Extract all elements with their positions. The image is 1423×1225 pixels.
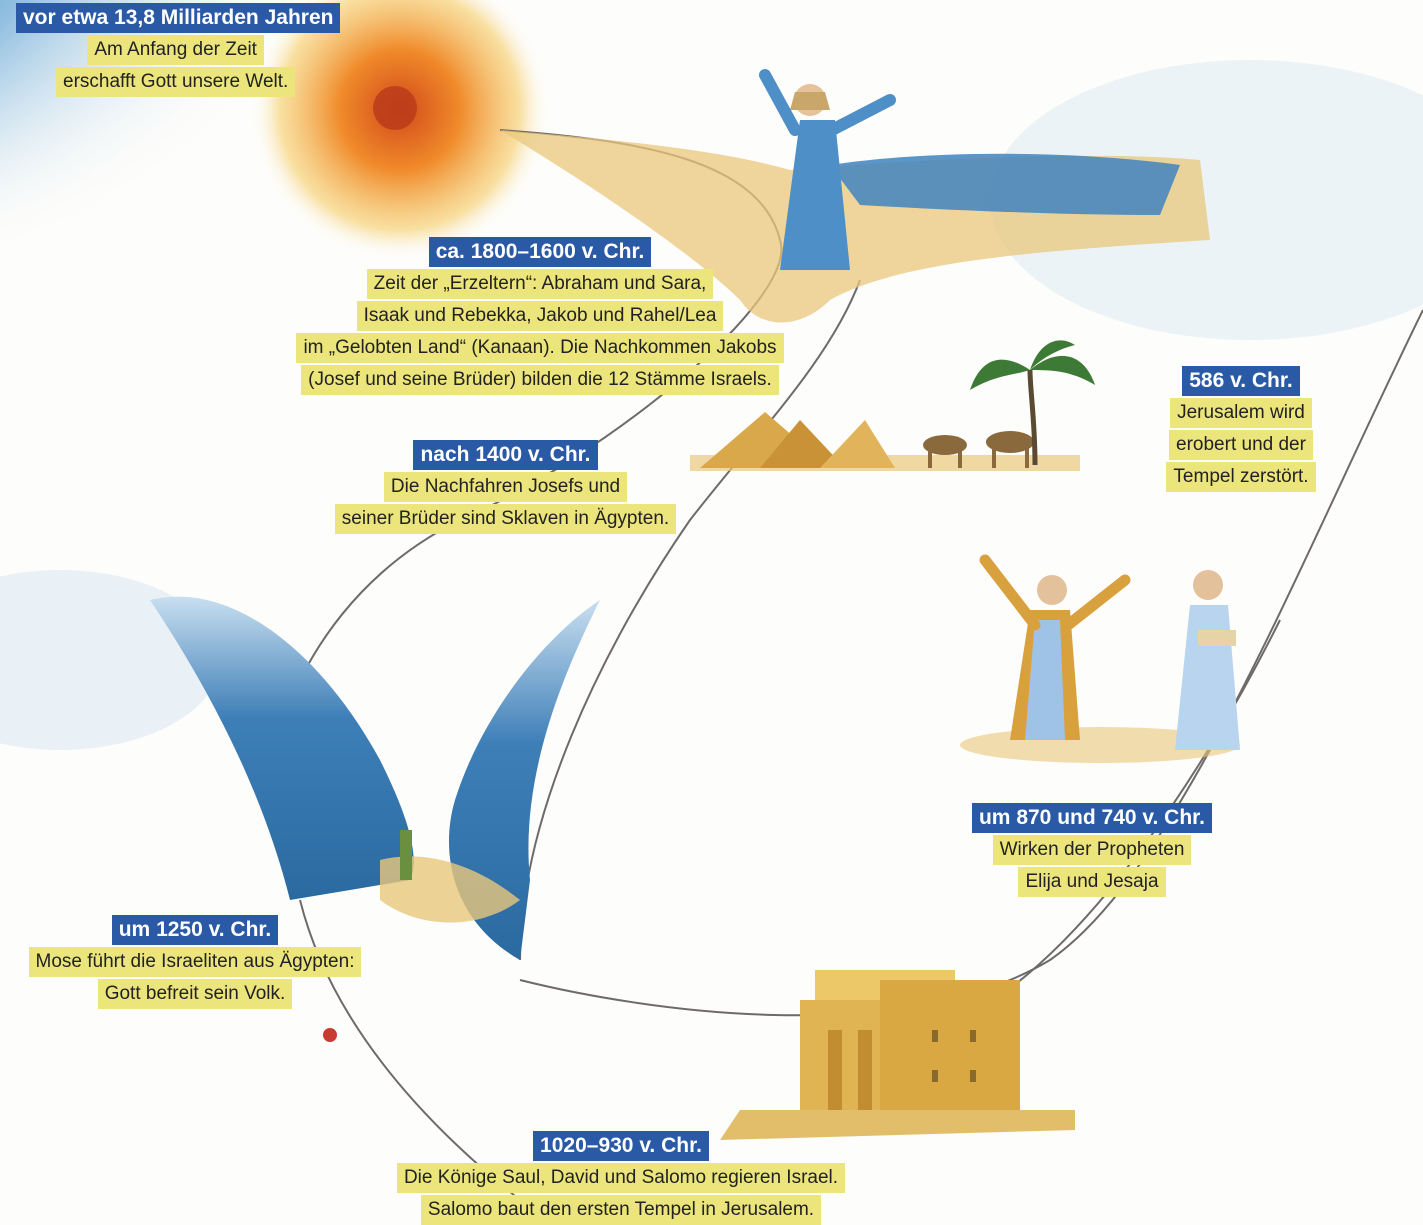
date-label: ca. 1800–1600 v. Chr. — [428, 237, 652, 267]
abraham-on-sea-shore — [500, 69, 1210, 323]
description-line: Salomo baut den ersten Tempel in Jerusal… — [420, 1195, 822, 1225]
timeline-entry-exodus: um 1250 v. Chr. Mose führt die Israelite… — [25, 915, 365, 1009]
description-line: erobert und der — [1169, 430, 1313, 460]
timeline-entry-creation: vor etwa 13,8 Milliarden Jahren Am Anfan… — [16, 3, 341, 97]
timeline-entry-patriarchs: ca. 1800–1600 v. Chr. Zeit der „Erzelter… — [296, 237, 784, 395]
description-line: Jerusalem wird — [1170, 398, 1312, 428]
timeline-entry-prophets: um 870 und 740 v. Chr. Wirken der Prophe… — [970, 803, 1214, 897]
prophets-elija-and-jesaja — [960, 554, 1240, 763]
date-label: vor etwa 13,8 Milliarden Jahren — [16, 3, 341, 33]
description-line: Wirken der Propheten — [992, 835, 1192, 865]
description-line: Am Anfang der Zeit — [87, 35, 264, 65]
temple-of-salomo — [720, 970, 1075, 1140]
date-label: um 1250 v. Chr. — [111, 915, 279, 945]
description-line: im „Gelobten Land“ (Kanaan). Die Nachkom… — [296, 333, 784, 363]
description-line: seiner Brüder sind Sklaven in Ägypten. — [334, 504, 677, 534]
description-line: Die Könige Saul, David und Salomo regier… — [396, 1163, 846, 1193]
description-line: (Josef und seine Brüder) bilden die 12 S… — [301, 365, 779, 395]
description-line: Tempel zerstört. — [1166, 462, 1316, 492]
description-line: Zeit der „Erzeltern“: Abraham und Sara, — [366, 269, 714, 299]
description-line: Die Nachfahren Josefs und — [383, 472, 628, 502]
big-bang-explosion — [250, 0, 550, 260]
pyramids-and-camels — [690, 340, 1095, 471]
description-line: Mose führt die Israeliten aus Ägypten: — [28, 947, 362, 977]
description-line: Elija und Jesaja — [1018, 867, 1166, 897]
date-label: nach 1400 v. Chr. — [413, 440, 598, 470]
parting-of-red-sea — [150, 596, 600, 1042]
description-line: Isaak und Rebekka, Jakob und Rahel/Lea — [356, 301, 724, 331]
timeline-entry-jerusalem-destroyed: 586 v. Chr. Jerusalem wird erobert und d… — [1160, 366, 1322, 492]
description-line: erschafft Gott unsere Welt. — [56, 67, 296, 97]
date-label: 1020–930 v. Chr. — [533, 1131, 709, 1161]
timeline-entry-kings: 1020–930 v. Chr. Die Könige Saul, David … — [395, 1131, 847, 1225]
description-line: Gott befreit sein Volk. — [97, 979, 293, 1009]
date-label: 586 v. Chr. — [1182, 366, 1300, 396]
timeline-entry-slavery: nach 1400 v. Chr. Die Nachfahren Josefs … — [333, 440, 678, 534]
date-label: um 870 und 740 v. Chr. — [971, 803, 1213, 833]
